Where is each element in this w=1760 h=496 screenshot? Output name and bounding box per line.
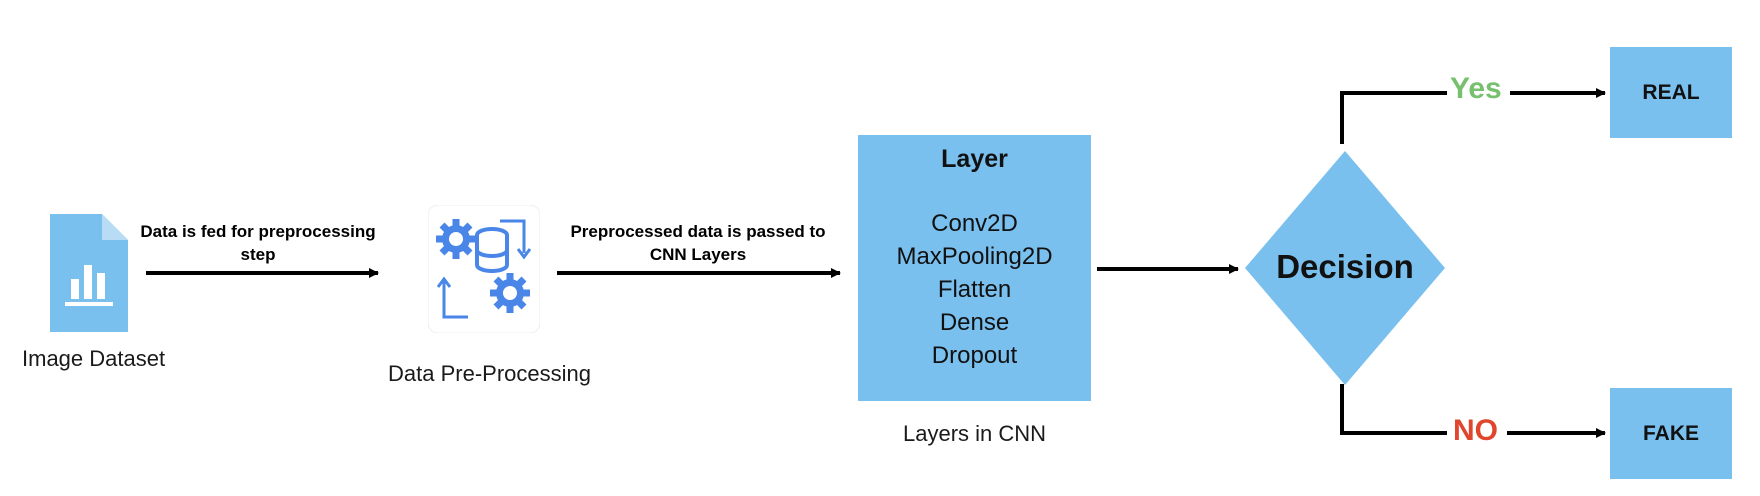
layer-item: MaxPooling2D (896, 243, 1053, 270)
yes-label: Yes (1450, 72, 1502, 105)
fake-box: FAKE (1610, 388, 1732, 479)
edge-label-preprocessing-line2: step (240, 245, 276, 264)
decision-label: Decision (1276, 248, 1414, 285)
layer-item: Flatten (937, 276, 1012, 303)
preprocessing-label: Data Pre-Processing (388, 361, 591, 386)
edge-label-cnn-line1: Preprocessed data is passed to (570, 222, 826, 241)
layer-item: Conv2D (931, 210, 1018, 237)
no-label: NO (1453, 414, 1498, 447)
layer-item: Dense (939, 309, 1010, 336)
edge-label-preprocessing: Data is fed for preprocessing step (136, 220, 380, 266)
layer-item: Dropout (931, 342, 1018, 369)
fake-label: FAKE (1642, 421, 1699, 445)
decision-diamond (1245, 151, 1445, 385)
gears-database-icon (428, 205, 540, 333)
image-dataset-label: Image Dataset (22, 346, 166, 371)
edge-label-cnn: Preprocessed data is passed to CNN Layer… (562, 220, 834, 266)
cnn-layer-box: Layer Conv2D MaxPooling2D Flatten Dense … (858, 135, 1091, 401)
real-box: REAL (1610, 47, 1732, 138)
real-label: REAL (1642, 80, 1700, 104)
document-chart-icon (50, 214, 128, 332)
edge-label-preprocessing-line1: Data is fed for preprocessing (140, 222, 376, 241)
layer-list: Conv2D MaxPooling2D Flatten Dense Dropou… (858, 207, 1091, 372)
layer-box-title: Layer (941, 145, 1008, 173)
cnn-caption: Layers in CNN (903, 421, 1047, 446)
edge-label-cnn-line2: CNN Layers (649, 245, 747, 264)
yes-branch-line (1340, 91, 1447, 144)
no-branch-line (1340, 384, 1447, 435)
